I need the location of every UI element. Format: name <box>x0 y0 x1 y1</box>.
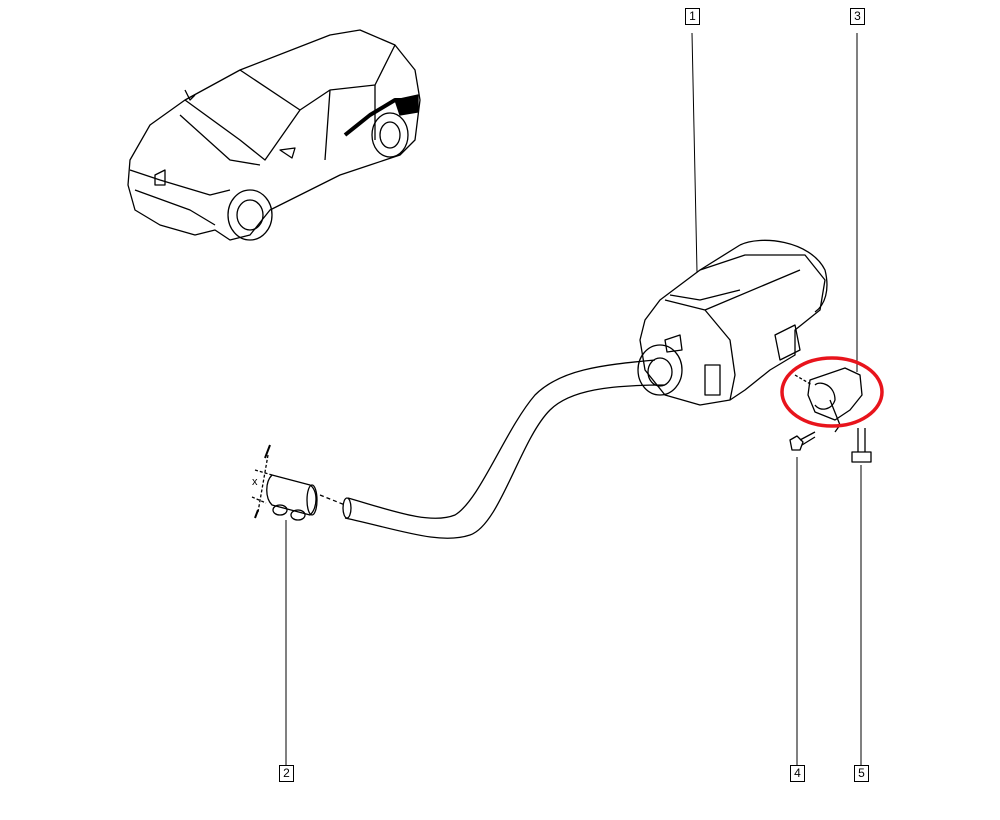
part-label-4[interactable]: 4 <box>790 765 805 782</box>
part-label-3[interactable]: 3 <box>850 8 865 25</box>
highlight-circle <box>780 356 884 428</box>
dimension-x-label: x <box>252 476 258 488</box>
rear-silencer <box>637 239 828 406</box>
car-illustration <box>127 29 421 241</box>
clamp <box>251 444 318 521</box>
bolt-4 <box>789 431 816 451</box>
part-label-1[interactable]: 1 <box>685 8 700 25</box>
part-label-2[interactable]: 2 <box>279 765 294 782</box>
leader-lines <box>285 32 862 765</box>
bolt-5 <box>851 428 872 463</box>
part-label-5[interactable]: 5 <box>854 765 869 782</box>
exhaust-pipe <box>319 359 666 539</box>
